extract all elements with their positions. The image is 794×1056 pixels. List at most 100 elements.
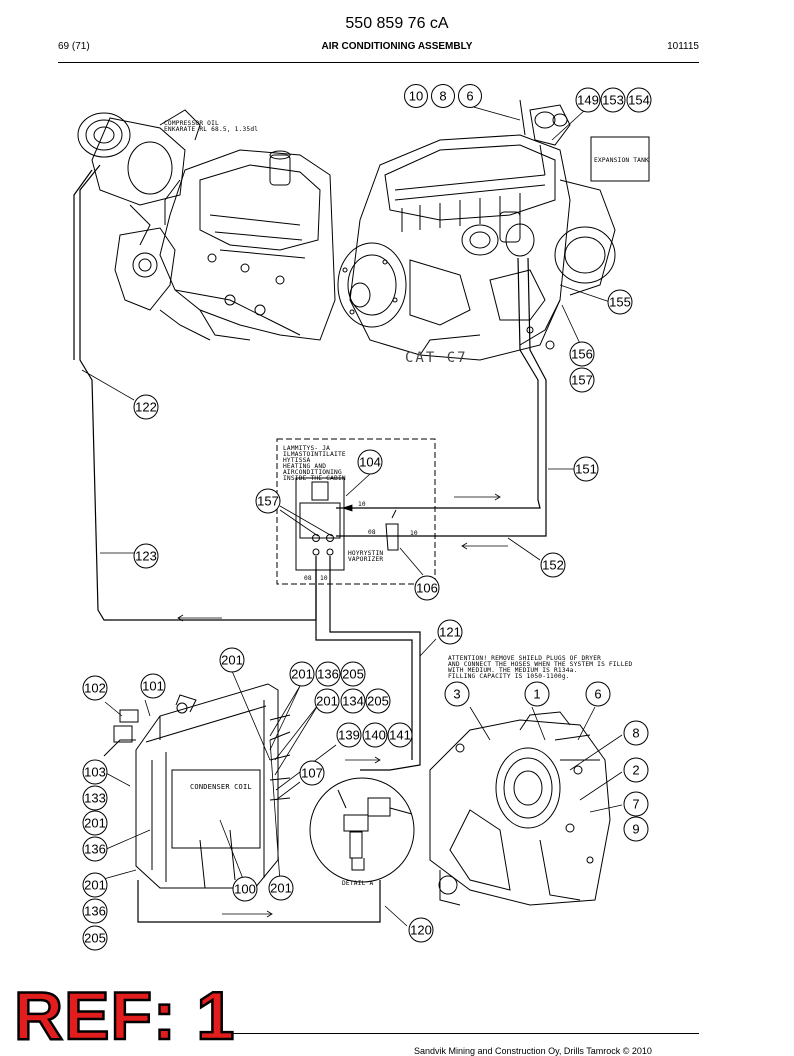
callout-balloon: 104: [357, 449, 383, 475]
callout-balloon: 155: [607, 289, 633, 315]
callout-balloon: 154: [626, 87, 652, 113]
svg-text:8: 8: [632, 726, 639, 741]
compressor-illustration: [77, 109, 201, 246]
svg-text:120: 120: [410, 923, 432, 938]
heating-note-3: HYTISSA: [283, 457, 311, 464]
page-number: 69 (71): [58, 41, 90, 52]
callout-balloon: 3: [444, 681, 470, 707]
callout-balloon: 201: [289, 661, 315, 687]
attention-note-1: ATTENTION! REMOVE SHIELD PLUGS OF DRYER: [448, 655, 601, 662]
callout-balloon: 133: [82, 785, 108, 811]
cat-c7-engine-illustration: [337, 99, 616, 361]
callout-balloon: 9: [623, 816, 649, 842]
svg-text:157: 157: [257, 494, 279, 509]
header-rule: [58, 62, 699, 63]
svg-text:7: 7: [632, 797, 639, 812]
callout-balloon: 136: [82, 836, 108, 862]
callout-balloon: 121: [437, 619, 463, 645]
callout-balloon: 2: [623, 757, 649, 783]
condenser-coil-label: CONDENSER COIL: [190, 783, 252, 791]
callout-balloon: 201: [268, 875, 294, 901]
callout-balloon: 134: [340, 688, 366, 714]
engine-model-label: CAT C7: [405, 350, 468, 366]
svg-text:140: 140: [364, 728, 386, 743]
svg-text:201: 201: [270, 881, 292, 896]
leader-lines: [81, 105, 623, 927]
callout-balloon: 122: [133, 394, 159, 420]
svg-text:155: 155: [609, 295, 631, 310]
svg-text:6: 6: [594, 687, 601, 702]
hose-size-label: 08: [368, 529, 376, 536]
svg-text:201: 201: [84, 816, 106, 831]
detail-a-label: DETAIL A: [342, 880, 373, 887]
callout-balloon: 201: [82, 810, 108, 836]
drawing-notes: COMPRESSOR OIL ENKARATE RL 68.5, 1.35dl …: [164, 120, 649, 887]
footer-rule: [232, 1033, 699, 1034]
heating-note-6: INSIDE THE CABIN: [283, 475, 346, 482]
callout-balloon: 102: [82, 675, 108, 701]
callout-balloon: 205: [82, 925, 108, 951]
callout-balloon: 136: [82, 898, 108, 924]
heating-note-2: ILMASTOINTILAITE: [283, 451, 346, 458]
expansion-tank-label: EXPANSION TANK: [594, 157, 649, 164]
svg-text:201: 201: [316, 694, 338, 709]
hose-size-label: 10: [320, 575, 328, 582]
svg-text:141: 141: [389, 728, 411, 743]
heating-note-5: AIRCONDITIONING: [283, 469, 342, 476]
svg-text:10: 10: [409, 89, 423, 104]
svg-text:107: 107: [301, 766, 323, 781]
svg-text:123: 123: [135, 549, 157, 564]
callout-balloon: 123: [133, 543, 159, 569]
svg-text:157: 157: [571, 373, 593, 388]
svg-text:149: 149: [577, 93, 599, 108]
callout-balloon: 149: [575, 87, 601, 113]
vaporizer-label-fi: HOYRYSTIN: [348, 550, 383, 557]
svg-text:205: 205: [84, 931, 106, 946]
callout-balloon: 8: [623, 720, 649, 746]
callout-balloon: 151: [573, 456, 599, 482]
svg-text:121: 121: [439, 625, 461, 640]
section-title: AIR CONDITIONING ASSEMBLY: [321, 41, 473, 52]
svg-text:102: 102: [84, 681, 106, 696]
hose-size-label: 08: [304, 575, 312, 582]
callout-balloon: 205: [340, 661, 366, 687]
heating-note-4: HEATING AND: [283, 463, 326, 470]
svg-text:133: 133: [84, 791, 106, 806]
heating-note-1: LAMMITYS- JA: [283, 445, 330, 452]
svg-text:8: 8: [439, 89, 446, 104]
callout-balloon: 106: [414, 575, 440, 601]
svg-text:153: 153: [602, 93, 624, 108]
callout-balloon: 156: [569, 341, 595, 367]
svg-text:136: 136: [84, 842, 106, 857]
attention-note-3: WITH MEDIUM. THE MEDIUM IS R134a.: [448, 667, 578, 674]
compressor-oil-spec: ENKARATE RL 68.5, 1.35dl: [164, 126, 258, 133]
callout-balloon: 153: [600, 87, 626, 113]
hose-routing: [73, 164, 547, 923]
svg-text:2: 2: [632, 763, 639, 778]
svg-text:201: 201: [291, 667, 313, 682]
svg-text:9: 9: [632, 822, 639, 837]
compressor-mount-illustration: [429, 711, 611, 906]
callout-balloon: 201: [82, 872, 108, 898]
attention-note-2: AND CONNECT THE HOSES WHEN THE SYSTEM IS…: [448, 661, 633, 668]
svg-text:154: 154: [628, 93, 650, 108]
svg-text:201: 201: [84, 878, 106, 893]
callout-balloon: 6: [585, 681, 611, 707]
callout-balloon: 141: [387, 722, 413, 748]
callout-balloon: 103: [82, 759, 108, 785]
callout-balloon: 205: [365, 688, 391, 714]
svg-text:6: 6: [466, 89, 473, 104]
svg-text:1: 1: [533, 687, 540, 702]
svg-text:106: 106: [416, 581, 438, 596]
callout-balloon: 157: [569, 367, 595, 393]
callout-balloon: 7: [623, 791, 649, 817]
callout-balloon: 152: [540, 552, 566, 578]
callout-balloon: 120: [408, 917, 434, 943]
expansion-tank-box: [590, 136, 650, 182]
svg-text:151: 151: [575, 462, 597, 477]
hose-size-label: 10: [358, 501, 366, 508]
callout-balloons: 10 8 6 149 153 154 155 156 157 122 104 1…: [82, 84, 652, 951]
callout-balloon: 100: [232, 876, 258, 902]
svg-text:152: 152: [542, 558, 564, 573]
left-engine-illustration: [114, 149, 336, 341]
